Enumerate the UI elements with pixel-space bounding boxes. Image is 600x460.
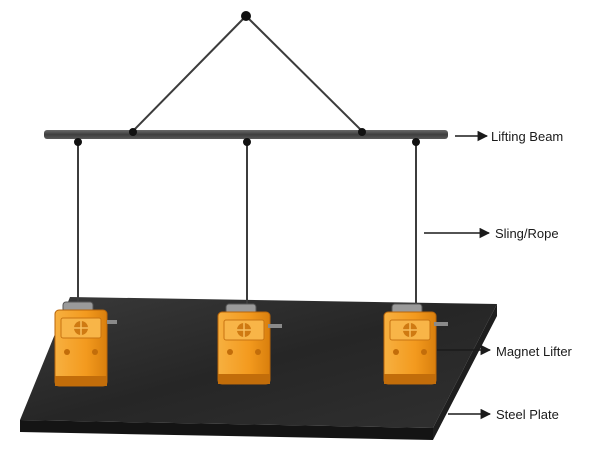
ropes [74,138,420,306]
rope-attach-right [412,138,420,146]
label-lifting-beam: Lifting Beam [491,129,563,144]
rope-attach-left [74,138,82,146]
top-hook-point [241,11,251,21]
rope-attach-middle [243,138,251,146]
magnet-lifter-left [54,301,117,387]
label-steel-plate: Steel Plate [496,407,559,422]
magnet-lifter-middle [217,303,282,385]
label-sling-rope: Sling/Rope [495,226,559,241]
beam-anchor-right [358,128,366,136]
crane-sling [132,11,363,132]
label-magnet-lifter: Magnet Lifter [496,344,573,359]
magnet-lifter-right [383,303,448,385]
steel-plate-edge [20,420,433,440]
steel-plate-side [433,304,497,440]
callout-arrows [424,130,492,420]
lifting-beam [44,128,448,139]
beam-anchor-left [129,128,137,136]
